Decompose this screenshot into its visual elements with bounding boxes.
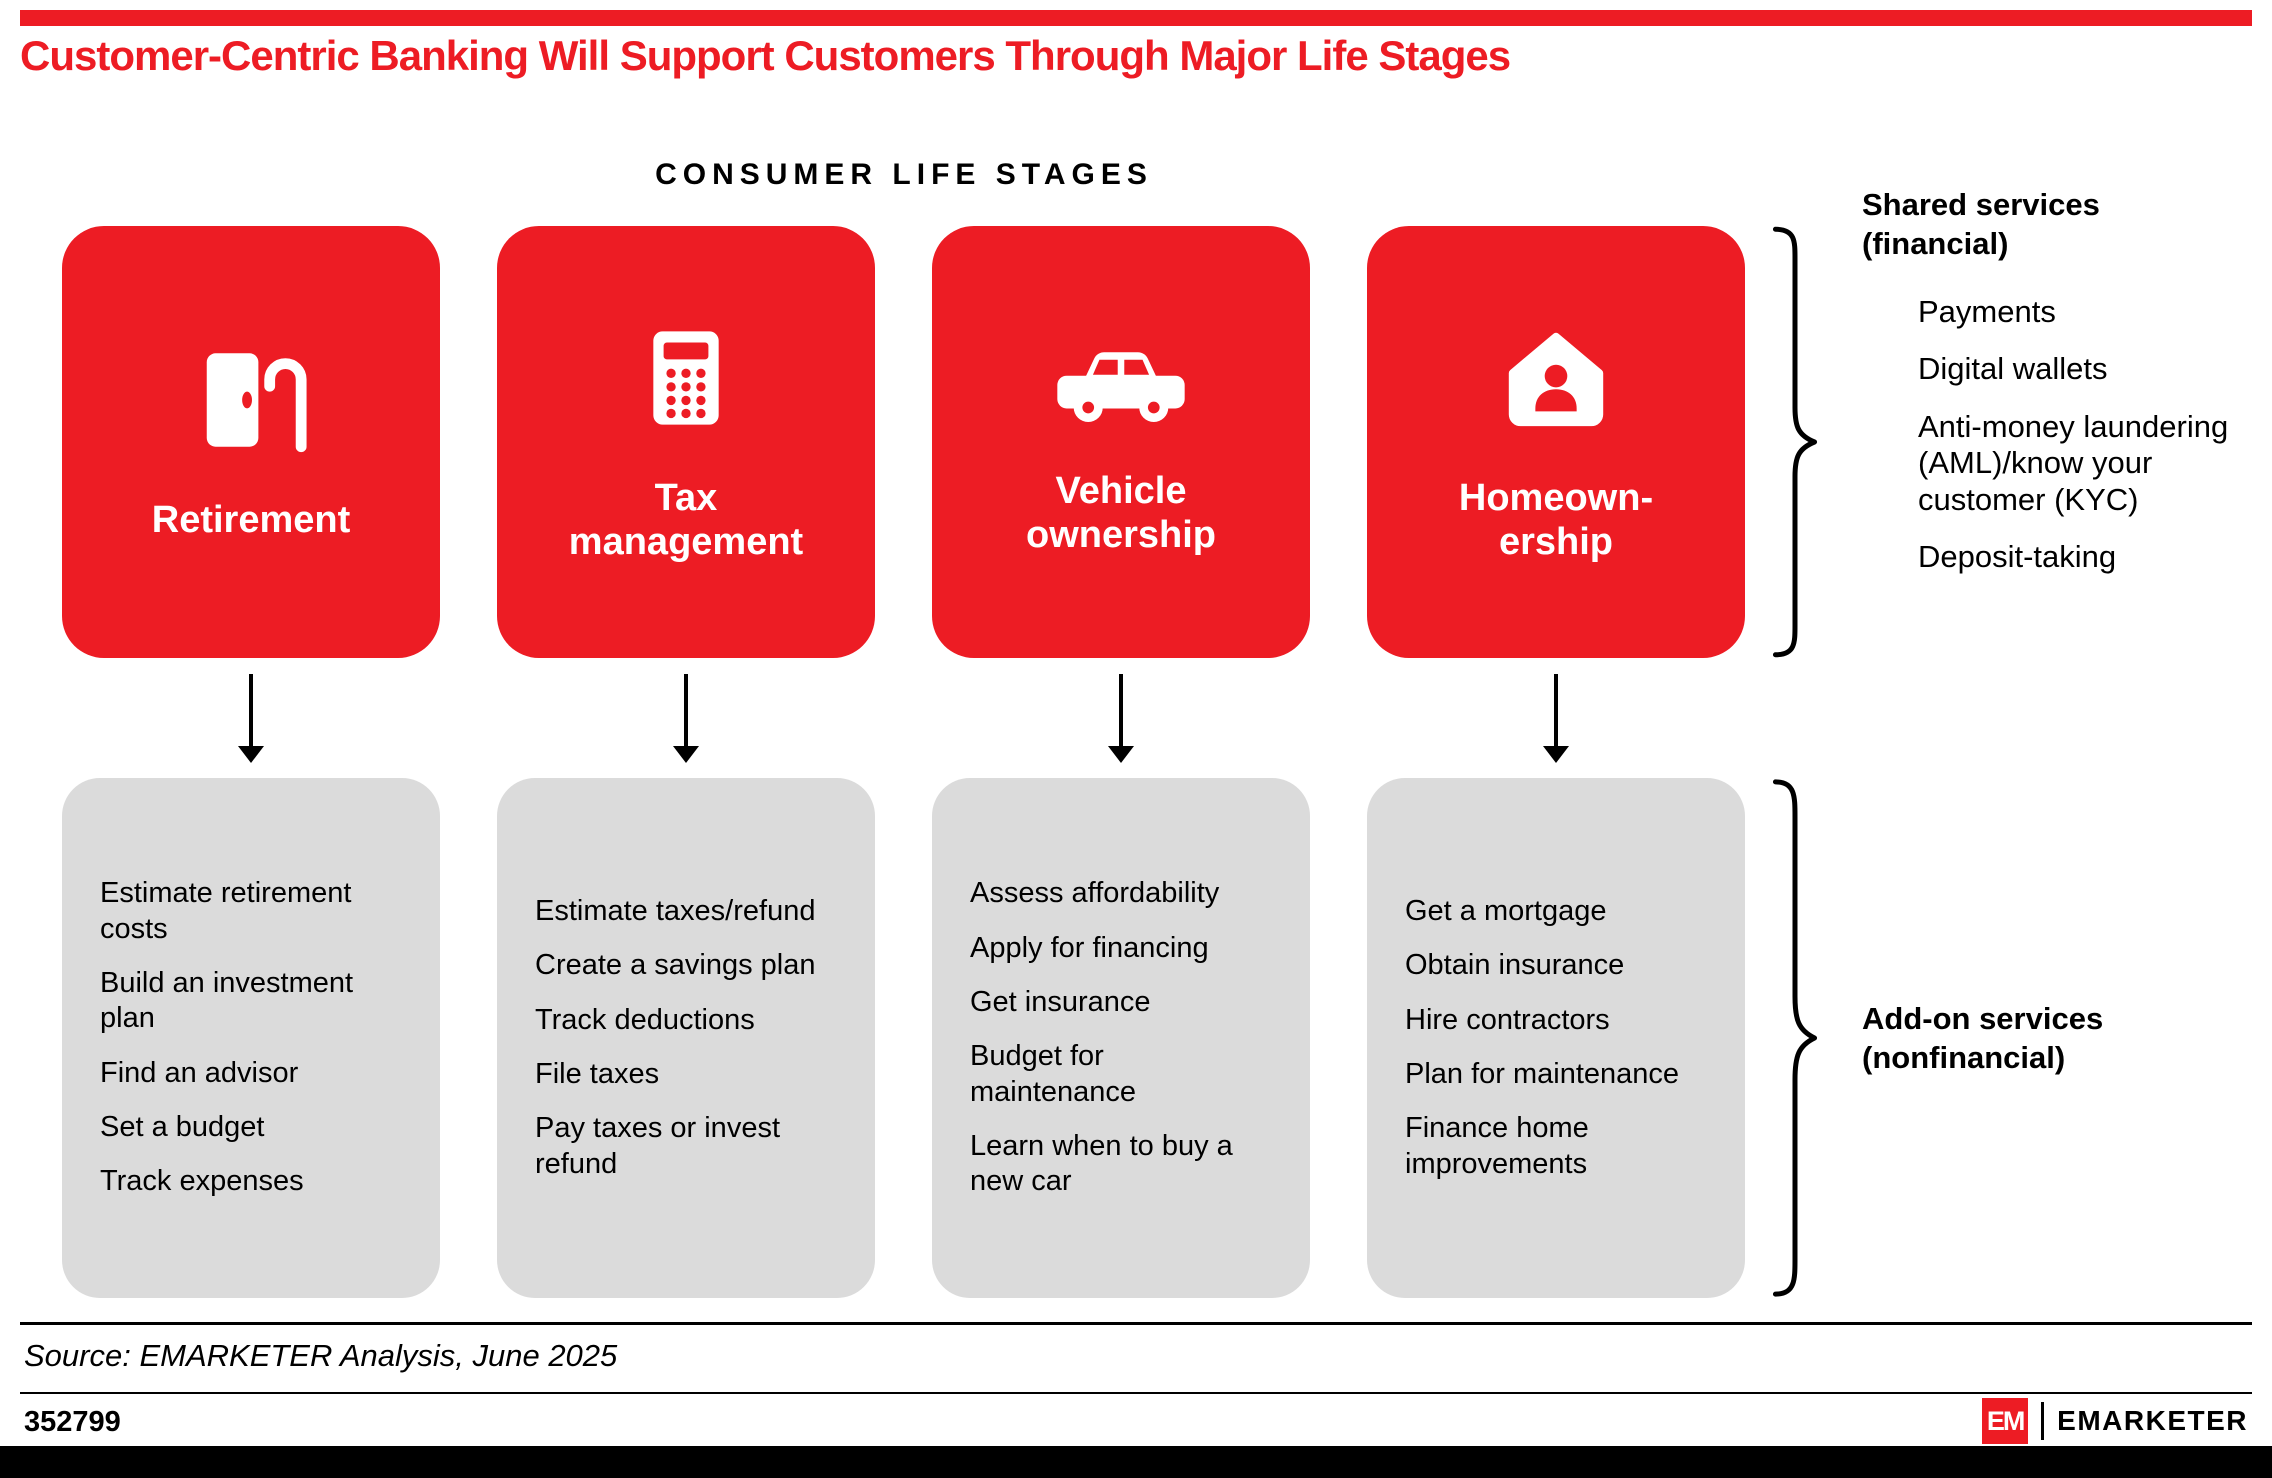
task-item: Get a mortgage [1405, 894, 1607, 927]
car-icon [1057, 352, 1185, 422]
stage-card-homeownership: Homeown- ership [1367, 226, 1745, 658]
task-item: Finance home improvements [1405, 1112, 1589, 1180]
divider-bottom [20, 1392, 2252, 1394]
stage-card-tax-management: Tax management [497, 226, 875, 658]
task-item: Estimate retirement costs [100, 877, 352, 945]
logo-divider [2041, 1402, 2045, 1440]
arrow-line [1554, 673, 1558, 746]
bottom-black-bar [0, 1446, 2272, 1478]
source-note: Source: EMARKETER Analysis, June 2025 [24, 1338, 618, 1373]
divider-top [20, 1322, 2252, 1325]
task-item: Find an advisor [100, 1056, 299, 1089]
brace-top-icon [1772, 226, 1818, 658]
emarketer-logo: EM EMARKETER [1982, 1398, 2248, 1444]
task-box-vehicle-ownership: Assess affordability Apply for financing… [932, 778, 1310, 1298]
down-arrow-icon [1367, 658, 1745, 778]
arrow-head [238, 745, 264, 763]
stage-label: Homeown- ership [1458, 477, 1654, 563]
task-box-homeownership: Get a mortgage Obtain insurance Hire con… [1367, 778, 1745, 1298]
down-arrow-icon [497, 658, 875, 778]
stage-column-vehicle-ownership: Vehicle ownership Assess affordability A… [932, 226, 1310, 1298]
emarketer-logo-mark-icon: EM [1982, 1398, 2029, 1444]
stage-column-retirement: Retirement Estimate retirement costs Bui… [62, 226, 440, 1298]
stage-card-vehicle-ownership: Vehicle ownership [932, 226, 1310, 658]
task-item: Get insurance [970, 985, 1151, 1018]
task-item: Obtain insurance [1405, 949, 1625, 982]
task-item: Pay taxes or invest refund [535, 1112, 780, 1180]
task-box-retirement: Estimate retirement costs Build an inves… [62, 778, 440, 1298]
task-item: Build an investment plan [100, 966, 354, 1035]
task-item: Learn when to buy a new car [970, 1130, 1233, 1198]
stage-column-homeownership: Homeown- ership Get a mortgage Obtain in… [1367, 226, 1745, 1298]
stage-label: Vehicle ownership [1025, 469, 1217, 556]
task-item: File taxes [535, 1058, 660, 1090]
shared-service-item: Payments [1918, 293, 2056, 329]
arrow-head [1543, 745, 1569, 763]
task-item: Track expenses [100, 1165, 304, 1198]
top-accent-bar [20, 10, 2252, 26]
task-box-tax-management: Estimate taxes/refund Create a savings p… [497, 778, 875, 1298]
task-item: Hire contractors [1405, 1003, 1610, 1036]
shared-service-item: Anti-money laundering (AML)/know your cu… [1918, 408, 2229, 517]
task-item: Set a budget [100, 1111, 265, 1144]
retirement-door-cane-icon [206, 353, 307, 453]
addon-services-title: Add-on services (nonfinancial) [1862, 1001, 2104, 1075]
stage-label: Retirement [151, 499, 351, 542]
task-item: Apply for financing [970, 931, 1209, 964]
section-heading: CONSUMER LIFE STAGES [655, 158, 1153, 191]
emarketer-logo-text: EMARKETER [2057, 1405, 2248, 1436]
shared-service-item: Deposit-taking [1918, 539, 2117, 575]
arrow-line [1119, 673, 1123, 746]
page-title: Customer-Centric Banking Will Support Cu… [20, 32, 1511, 79]
arrow-line [249, 673, 253, 746]
shared-services-title: Shared services (financial) [1862, 187, 2100, 261]
shared-service-item: Digital wallets [1918, 351, 2108, 387]
task-item: Estimate taxes/refund [535, 894, 816, 927]
down-arrow-icon [62, 658, 440, 778]
calculator-icon [653, 331, 719, 425]
chart-id: 352799 [24, 1406, 121, 1438]
stage-label: Tax management [568, 477, 804, 563]
arrow-head [1108, 745, 1134, 763]
shared-services-list: Payments Digital wallets Anti-money laun… [1862, 294, 2230, 576]
task-item: Budget for maintenance [970, 1040, 1137, 1108]
arrow-line [684, 673, 688, 746]
task-item: Plan for maintenance [1405, 1058, 1680, 1090]
task-item: Create a savings plan [535, 949, 816, 982]
house-person-icon [1508, 333, 1604, 427]
task-item: Assess affordability [970, 877, 1220, 910]
down-arrow-icon [932, 658, 1310, 778]
task-item: Track deductions [535, 1003, 755, 1036]
life-stage-columns: Retirement Estimate retirement costs Bui… [62, 226, 1745, 1298]
stage-column-tax-management: Tax management Estimate taxes/refund Cre… [497, 226, 875, 1298]
shared-services-block: Shared services (financial) Payments Dig… [1862, 186, 2260, 576]
brace-bottom-icon [1772, 778, 1818, 1298]
arrow-head [673, 745, 699, 763]
stage-card-retirement: Retirement [62, 226, 440, 658]
